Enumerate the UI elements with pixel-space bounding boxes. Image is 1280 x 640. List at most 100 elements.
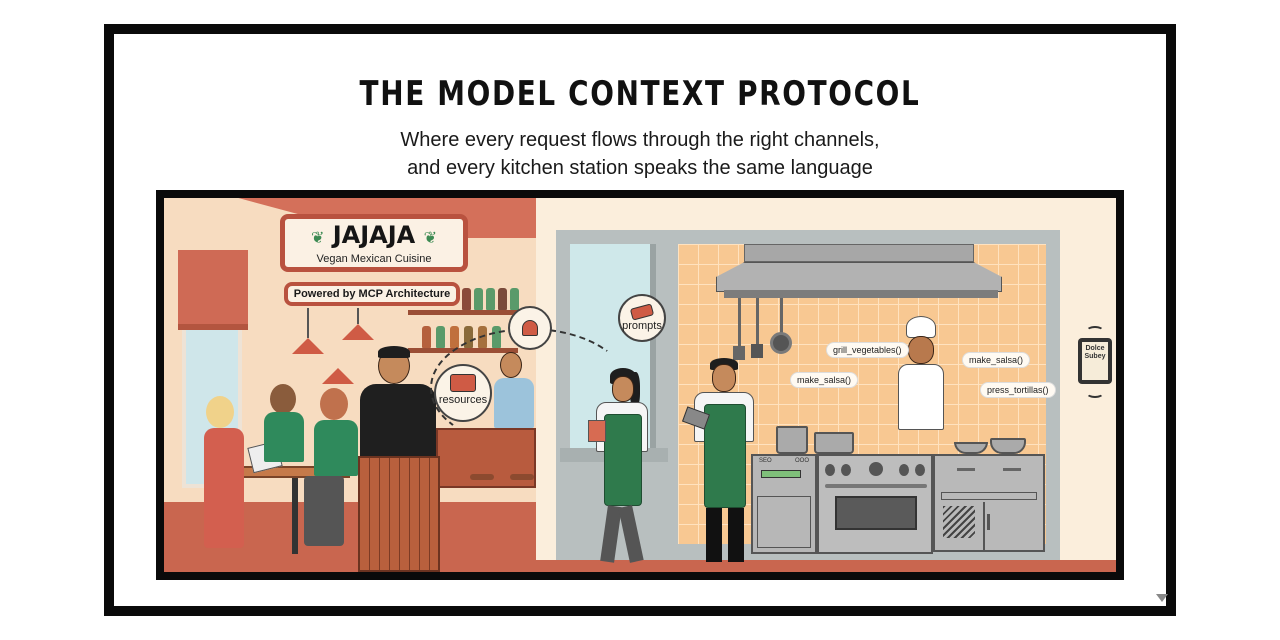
spatula-icon bbox=[738, 298, 741, 350]
restaurant-tagline: Vegan Mexican Cuisine bbox=[316, 253, 432, 265]
host-suit bbox=[360, 384, 436, 458]
range-hood bbox=[716, 262, 1002, 292]
drawer-handle bbox=[957, 468, 975, 471]
chef-bubble-tortillas: press_tortillas() bbox=[980, 382, 1056, 398]
tablet-text: Subey bbox=[1084, 353, 1106, 360]
pendant-lamp-icon bbox=[322, 368, 354, 384]
vent-grille bbox=[943, 506, 975, 538]
poster-title: THE MODEL CONTEXT PROTOCOL bbox=[359, 74, 921, 114]
oven-handle bbox=[825, 484, 927, 488]
ticket-icon bbox=[629, 303, 655, 321]
restaurant-sign: ❦ JAJAJA ❦ Vegan Mexican Cuisine bbox=[280, 214, 468, 272]
waiter-leg bbox=[728, 508, 744, 562]
chef-bubble-salsa-right: make_salsa() bbox=[962, 352, 1031, 368]
hanging-pan-icon bbox=[770, 332, 792, 354]
cabinet-divider bbox=[983, 502, 985, 552]
host-podium bbox=[358, 456, 440, 572]
subtitle-line-2: and every kitchen station speaks the sam… bbox=[407, 157, 873, 179]
callout-label: resources bbox=[438, 394, 488, 406]
tablet-text: Dolce bbox=[1085, 345, 1105, 352]
waiter-apron bbox=[704, 404, 746, 508]
lamp-cord bbox=[357, 308, 359, 324]
sparkle-icon bbox=[1156, 594, 1168, 602]
diner-redhead-head bbox=[320, 388, 348, 420]
bar-stool bbox=[470, 474, 494, 480]
menu-tablet: Dolce Subey bbox=[1078, 338, 1112, 384]
callout-tools bbox=[508, 306, 552, 350]
leaf-icon: ❦ bbox=[423, 228, 438, 247]
subtitle-line-1: Where every request flows through the ri… bbox=[400, 129, 880, 151]
drawer-handle bbox=[1003, 468, 1021, 471]
powered-by-sign: Powered by MCP Architecture bbox=[284, 282, 460, 306]
restaurant-name: ❦ JAJAJA ❦ bbox=[285, 221, 463, 252]
table-leg bbox=[292, 478, 298, 554]
diner-redhead-legs bbox=[304, 476, 344, 546]
main-range bbox=[817, 454, 933, 554]
oven-display bbox=[761, 470, 801, 478]
pendant-lamp-icon bbox=[292, 338, 324, 354]
diner-blonde-head bbox=[206, 396, 234, 428]
bottle-icon bbox=[462, 288, 471, 310]
chef-bubble-grill: grill_vegetables() bbox=[826, 342, 909, 358]
turner-icon bbox=[756, 298, 759, 346]
bell-icon bbox=[522, 320, 538, 336]
bar-shelf-upper bbox=[408, 310, 518, 315]
bottle-icon bbox=[510, 288, 519, 310]
oven-label: OOO bbox=[794, 458, 809, 464]
diner-brunette-body bbox=[264, 412, 304, 462]
knob-icon bbox=[869, 462, 883, 476]
turner-head bbox=[751, 344, 763, 358]
steam-oven: SEO OOO bbox=[751, 454, 817, 554]
oven-label: SEO bbox=[759, 458, 772, 464]
diner-brunette-head bbox=[270, 384, 296, 414]
knob-icon bbox=[915, 464, 925, 476]
bottle-icon bbox=[422, 326, 431, 348]
cabinet-handle bbox=[987, 514, 990, 530]
bottle-icon bbox=[464, 326, 473, 348]
bottle-icon bbox=[436, 326, 445, 348]
poster-subtitle: Where every request flows through the ri… bbox=[114, 126, 1166, 182]
leaf-icon: ❦ bbox=[310, 228, 325, 247]
illustration-scene: ❦ JAJAJA ❦ Vegan Mexican Cuisine Powered… bbox=[156, 190, 1124, 580]
wireless-signal-icon bbox=[1086, 388, 1104, 398]
chef-coat bbox=[898, 364, 944, 430]
waitress-ponytail bbox=[630, 372, 640, 408]
waitress-apron bbox=[604, 414, 642, 506]
stock-pot-icon bbox=[814, 432, 854, 454]
spatula-head bbox=[733, 346, 745, 360]
range-hood-duct bbox=[744, 244, 974, 262]
saute-pan-icon bbox=[990, 438, 1026, 454]
knob-icon bbox=[825, 464, 835, 476]
knob-icon bbox=[841, 464, 851, 476]
range-hood-lip bbox=[724, 290, 998, 298]
lamp-cord bbox=[307, 308, 309, 338]
diner-redhead-body bbox=[314, 420, 358, 476]
bottle-icon bbox=[498, 288, 507, 310]
tablet-screen: Dolce Subey bbox=[1082, 342, 1108, 380]
poster-frame: THE MODEL CONTEXT PROTOCOL Where every r… bbox=[104, 24, 1176, 616]
waiter-head bbox=[712, 364, 736, 392]
callout-prompts: prompts bbox=[618, 294, 666, 342]
bottle-icon bbox=[474, 288, 483, 310]
document-icon bbox=[450, 374, 476, 392]
diner-blonde-body bbox=[204, 428, 244, 548]
pendant-lamp-icon bbox=[342, 324, 374, 340]
knob-icon bbox=[899, 464, 909, 476]
cabinet-rail bbox=[941, 492, 1037, 500]
oven-window bbox=[835, 496, 917, 530]
chef-hat-icon bbox=[906, 316, 936, 338]
chef-bubble-salsa-left: make_salsa() bbox=[790, 372, 859, 388]
host-hair bbox=[378, 346, 410, 358]
oven-door bbox=[757, 496, 811, 548]
window-blind bbox=[178, 250, 248, 330]
stock-pot-icon bbox=[776, 426, 808, 454]
pan-handle bbox=[780, 298, 783, 334]
bottle-icon bbox=[450, 326, 459, 348]
waiter-leg bbox=[706, 508, 722, 562]
kitchen-floor bbox=[536, 560, 1116, 572]
wireless-signal-icon bbox=[1086, 326, 1104, 336]
chef-head bbox=[908, 336, 934, 364]
callout-label: prompts bbox=[622, 320, 662, 332]
bar-stool bbox=[510, 474, 534, 480]
callout-resources: resources bbox=[434, 364, 492, 422]
